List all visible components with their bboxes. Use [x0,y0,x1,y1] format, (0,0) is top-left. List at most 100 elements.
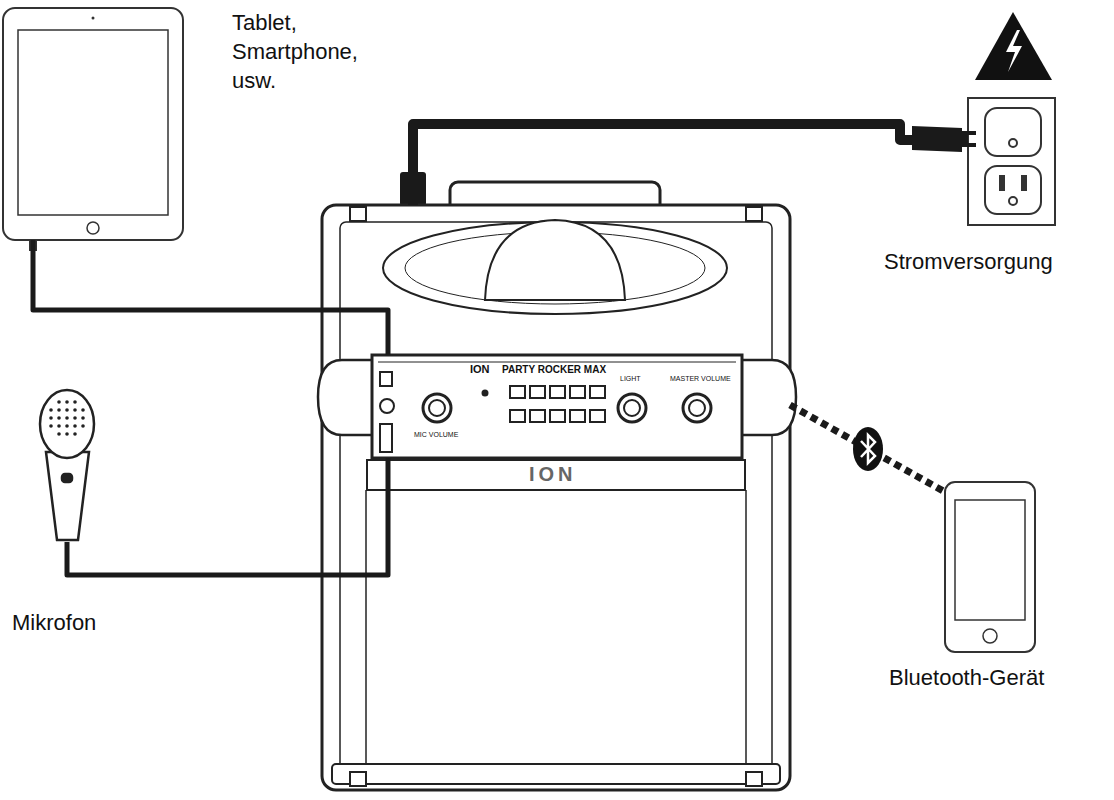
bluetooth-phone: Bluetooth-Gerät [945,482,1035,652]
control-panel: ION PARTY ROCKER MAX MIC VOLUME LIGHT MASTER… [372,355,742,458]
panel-controls [530,410,545,422]
microphone-drawing [81,424,85,428]
warning-symbol [1006,30,1022,72]
microphone-drawing [40,390,94,540]
control-panel-label: MASTER VOLUME [670,375,731,383]
microphone-drawing [49,416,53,420]
speaker-housing [745,490,747,764]
cable [33,240,388,355]
speaker-housing [350,772,366,786]
microphone: Mikrofon [30,390,104,542]
wall-outlet [968,98,1055,225]
panel-controls [510,410,525,422]
panel-controls [570,386,585,398]
microphone-drawing [62,474,72,482]
panel-controls [429,400,445,416]
tablet-device: Tablet, Smartphone, usw. [3,8,183,240]
tablet-drawing [3,8,183,240]
control-panel-label: PARTY ROCKER MAX [502,364,606,376]
phone-drawing [955,500,1025,620]
control-panel-label: ION [470,363,490,376]
control-panel-label: LIGHT [620,375,641,383]
speaker-housing [742,360,796,435]
tablet-drawing [18,30,168,215]
phone-drawing [983,629,997,643]
microphone-drawing [40,390,94,458]
panel-controls [550,386,565,398]
microphone-drawing [65,424,69,428]
speaker-housing [367,460,745,490]
control-panel-label: MIC VOLUME [414,431,458,439]
wall-outlet [985,108,1041,156]
panel-controls [550,410,565,422]
microphone-drawing [65,408,69,412]
bluetooth-symbol [861,435,875,463]
microphone-drawing [73,400,77,404]
panel-controls [380,372,711,452]
microphone-drawing [46,452,89,540]
microphone-drawing [73,408,77,412]
speaker-housing [485,220,625,300]
wall-outlet [1009,139,1017,147]
bluetooth-phone-label: Bluetooth-Gerät [889,665,1044,691]
phone-drawing [945,482,1035,652]
speaker-housing [372,355,742,458]
panel-controls [380,424,392,452]
microphone-drawing [57,400,61,404]
microphone-drawing [49,424,53,428]
microphone-drawing [57,416,61,420]
microphone-label: Mikrofon [12,610,96,636]
cable [67,458,388,575]
speaker-housing [332,764,780,784]
panel-controls [510,386,525,398]
microphone-drawing [73,416,77,420]
phone-drawing [945,482,1035,652]
warning-symbol [975,12,1052,80]
wall-outlet [1009,197,1017,205]
microphone-drawing [73,424,77,428]
speaker-housing [322,205,790,790]
speaker-housing [318,360,372,435]
microphone-drawing [81,416,85,420]
wall-outlet [985,166,1041,214]
cable [413,124,968,205]
panel-controls [423,394,451,422]
panel-controls [483,391,488,396]
microphone-drawing [65,432,69,436]
speaker-housing [746,207,762,221]
bluetooth-symbol [853,427,883,471]
microphone-drawing [49,408,53,412]
tablet-drawing [87,222,99,234]
panel-controls [624,400,640,416]
warning-symbol [975,12,1052,80]
power-outlet-label: Stromversorgung [884,249,1053,275]
panel-controls [618,394,646,422]
microphone-drawing [73,432,77,436]
microphone-drawing [81,408,85,412]
speaker-housing [746,772,762,786]
speaker-housing [365,490,367,764]
power-outlet: Stromversorgung [968,98,1055,225]
panel-controls [530,386,545,398]
power-plug [962,131,976,135]
bluetooth-link [790,405,945,492]
speaker-housing [378,362,736,363]
tablet-drawing [3,8,183,250]
speaker-unit: ION ION PARTY ROCKER MAX MIC VOLUME LIGHT MAS… [322,205,790,790]
speaker-unit-label: ION [529,462,577,486]
panel-controls [689,400,705,416]
tablet-device-label: Tablet, Smartphone, usw. [232,8,372,95]
panel-controls [570,410,585,422]
wall-outlet [1022,176,1026,190]
microphone-drawing [65,416,69,420]
bluetooth-symbol [853,427,883,471]
panel-controls [380,399,394,413]
microphone-drawing [57,432,61,436]
panel-controls [683,394,711,422]
panel-controls [590,386,605,398]
microphone-drawing [57,408,61,412]
speaker-housing [350,207,366,221]
panel-controls [590,410,605,422]
speaker-housing [340,222,772,772]
microphone-drawing [57,424,61,428]
